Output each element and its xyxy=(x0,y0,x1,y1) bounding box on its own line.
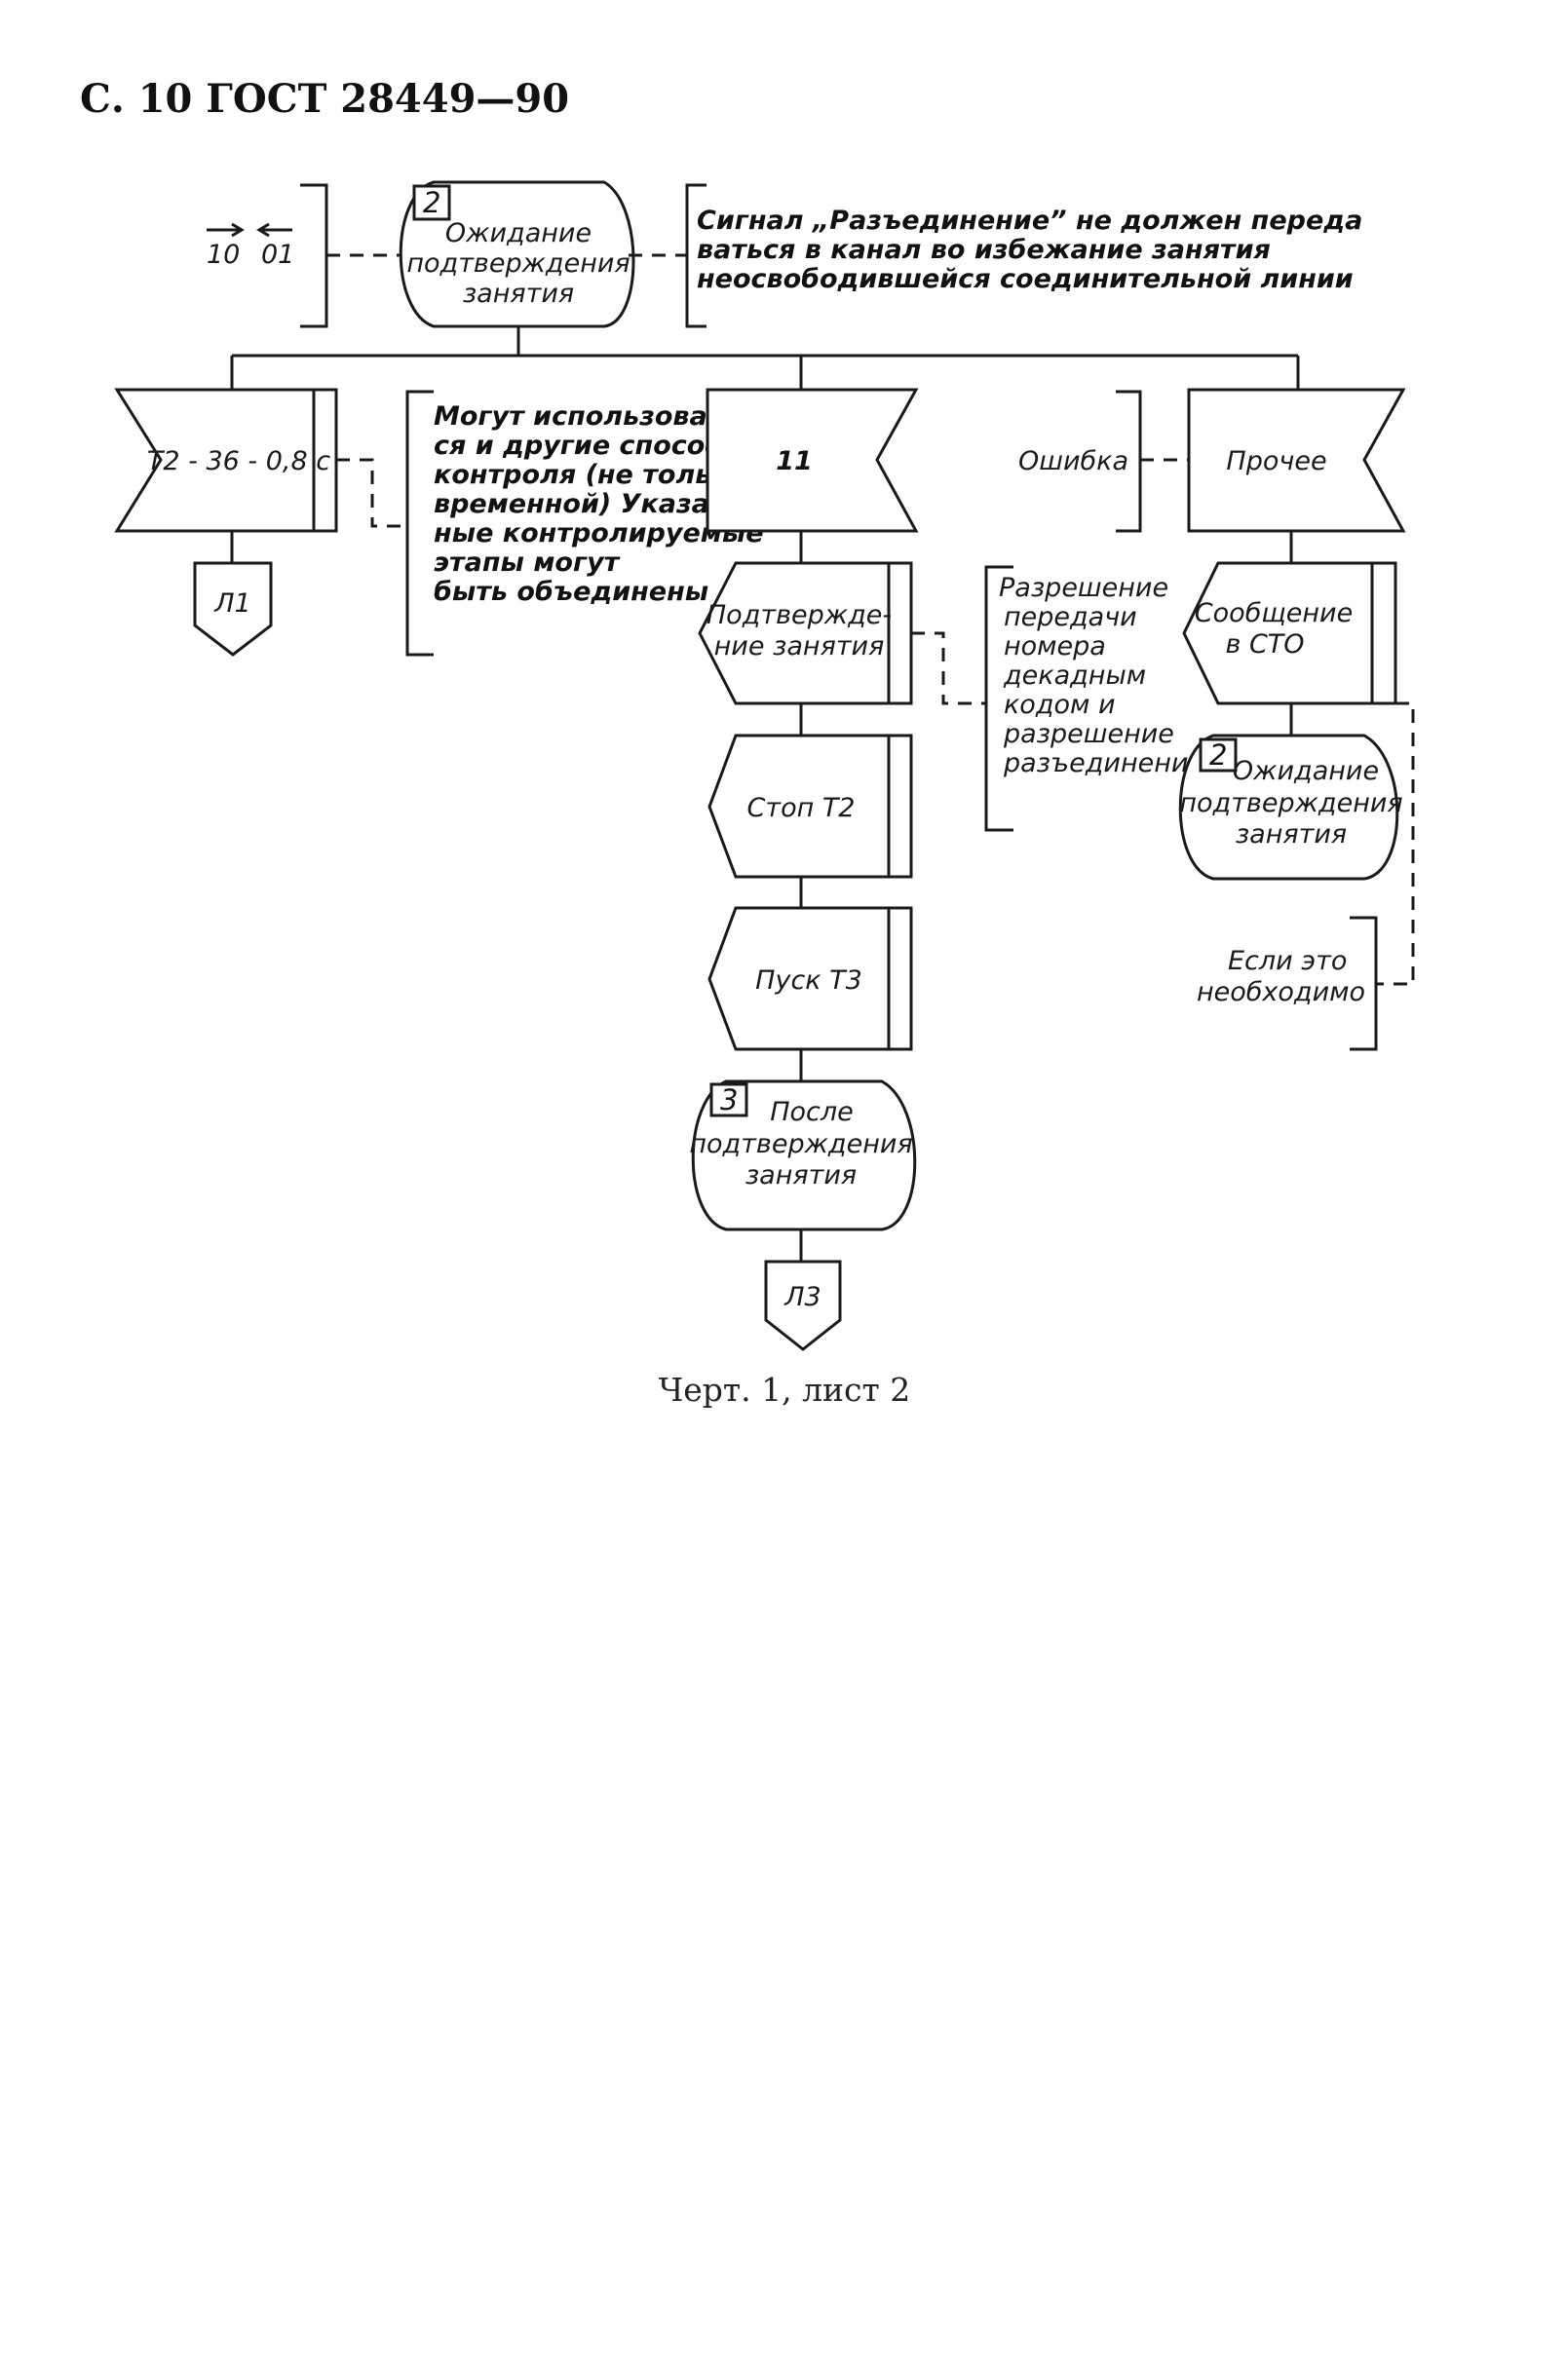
output-signal-line-1: Подтвержде- xyxy=(707,600,892,630)
connector-l3: Л3 xyxy=(764,1260,842,1351)
state-2b-line-2: подтверждения xyxy=(1179,788,1402,818)
col1-note-line-3: контроля (не только xyxy=(434,460,747,490)
task-start-t3: Пуск Т3 xyxy=(707,906,913,1051)
branch-lines xyxy=(230,326,1300,390)
output-signal-confirmation: Подтвержде- ние занятия xyxy=(698,561,913,705)
col1-note-line-6: этапы могут xyxy=(434,548,621,578)
input-signal-11: 11 xyxy=(706,388,919,533)
state-after-confirmation: 3 После подтверждения занятия xyxy=(689,1079,917,1231)
state-awaiting-confirmation-col3: 2 Ожидание подтверждения занятия xyxy=(1178,734,1403,881)
task-stop-t2-label: Стоп Т2 xyxy=(746,793,855,823)
connector-l3-label: Л3 xyxy=(783,1282,821,1312)
col1-note-line-1: Могут использовать- xyxy=(434,401,750,432)
state-2b-line-1: Ожидание xyxy=(1233,756,1379,786)
col1-note-line-7: быть объединены xyxy=(434,577,708,607)
connector-l1-label: Л1 xyxy=(213,588,250,619)
col3-note: Если это необходимо xyxy=(1197,701,1415,1051)
input-signal-other-label: Прочее xyxy=(1226,446,1326,476)
col2-note-line-6: разрешение xyxy=(1003,719,1174,749)
state-label-line-2: подтверждения xyxy=(406,248,630,279)
col1-note: Могут использовать- ся и другие способы … xyxy=(336,390,764,657)
state-label-line-3: занятия xyxy=(463,279,574,309)
state-3-line-3: занятия xyxy=(745,1160,857,1190)
col1-note-line-4: временной) Указан- xyxy=(434,489,739,519)
sto-message-line-1: Сообщение xyxy=(1195,598,1353,628)
top-note-line-1: Сигнал „Разъединение” не должен переда xyxy=(697,206,1362,236)
col1-note-line-2: ся и другие способы xyxy=(434,431,747,461)
col2-note-line-3: номера xyxy=(1004,631,1106,661)
state-awaiting-confirmation-top: 2 Ожидание подтверждения занятия xyxy=(399,180,635,328)
error-label: Ошибка xyxy=(1018,446,1128,476)
top-note: Сигнал „Разъединение” не должен переда в… xyxy=(629,183,1362,328)
state-3-line-2: подтверждения xyxy=(689,1129,912,1159)
bracket-label-01: 01 xyxy=(261,240,294,270)
col2-note-line-2: передачи xyxy=(1004,602,1137,632)
top-note-line-2: ваться в канал во избежание занятия xyxy=(697,235,1271,265)
col2-note-line-7: разъединения xyxy=(1003,748,1204,778)
state-2b-number: 2 xyxy=(1209,738,1227,772)
page-header: С. 10 ГОСТ 28449—90 xyxy=(80,76,569,122)
state-number-box xyxy=(412,184,451,221)
input-signal-11-label: 11 xyxy=(776,446,813,476)
col2-note: Разрешение передачи номера декадным кодо… xyxy=(911,565,1204,832)
state-3-number-box xyxy=(709,1082,748,1117)
figure-caption: Черт. 1, лист 2 xyxy=(659,1371,911,1409)
state-2b-number-box xyxy=(1199,737,1238,773)
state-2b-line-3: занятия xyxy=(1236,819,1347,850)
input-signal-other: Ошибка Прочее xyxy=(1018,388,1406,533)
input-signal-t2-label: Т2 - 36 - 0,8 с xyxy=(147,446,330,476)
sto-message-line-2: в СТО xyxy=(1225,629,1304,660)
top-note-line-3: неосвободившейся соединительной линии xyxy=(697,264,1354,294)
col2-note-line-4: декадным xyxy=(1003,661,1146,691)
bracket-label-10: 10 xyxy=(207,240,240,270)
state-number: 2 xyxy=(423,186,440,219)
state-label-line-1: Ожидание xyxy=(445,218,592,248)
input-signal-timer-t2: Т2 - 36 - 0,8 с xyxy=(114,388,338,533)
task-start-t3-label: Пуск Т3 xyxy=(755,965,862,996)
connector-l1: Л1 xyxy=(193,561,273,657)
col2-note-line-1: Разрешение xyxy=(999,573,1168,603)
col2-note-line-5: кодом и xyxy=(1004,690,1116,720)
col3-note-line-2: необходимо xyxy=(1197,977,1365,1007)
state-3-line-1: После xyxy=(770,1097,854,1127)
top-left-bracket: 10 01 xyxy=(207,183,400,328)
output-signal-sto-message: Сообщение в СТО xyxy=(1182,561,1397,705)
col3-note-line-1: Если это xyxy=(1228,946,1347,976)
task-stop-t2: Стоп Т2 xyxy=(707,734,913,879)
state-3-number: 3 xyxy=(720,1083,738,1116)
output-signal-line-2: ние занятия xyxy=(714,631,885,661)
